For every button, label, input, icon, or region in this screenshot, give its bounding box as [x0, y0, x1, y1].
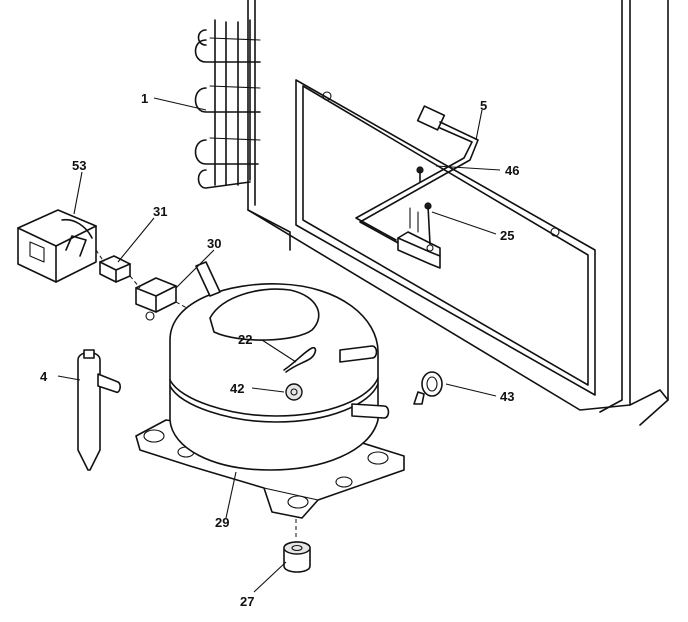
- callout-labels: 1 5 46 53 31 25 30 22 4 42 43 29 27: [40, 91, 519, 609]
- callout-4: 4: [40, 369, 48, 384]
- callout-31: 31: [153, 204, 167, 219]
- callout-43: 43: [500, 389, 514, 404]
- overload-protector: [135, 277, 177, 321]
- compressor: [135, 261, 405, 519]
- callout-30: 30: [207, 236, 221, 251]
- callout-46: 46: [505, 163, 519, 178]
- screw-46: [416, 166, 424, 183]
- callout-5: 5: [480, 98, 487, 113]
- callout-22: 22: [238, 332, 252, 347]
- callout-42: 42: [230, 381, 244, 396]
- leader-lines: [57, 97, 501, 593]
- filter-dryer: [77, 349, 121, 471]
- wiring-harness: [355, 105, 479, 245]
- callout-1: 1: [141, 91, 148, 106]
- screw-25: [424, 202, 432, 245]
- junction-box: [397, 207, 441, 269]
- callout-53: 53: [72, 158, 86, 173]
- callout-27: 27: [240, 594, 254, 609]
- overload-cover: [17, 209, 97, 283]
- back-panel: [295, 79, 596, 396]
- wire-clip: [283, 346, 317, 373]
- cabinet-outline: [247, 0, 669, 426]
- condenser-coil: [194, 19, 261, 189]
- tube-clamp: [413, 371, 443, 405]
- grommet: [283, 541, 311, 573]
- callout-25: 25: [500, 228, 514, 243]
- callout-29: 29: [215, 515, 229, 530]
- relay: [99, 255, 131, 283]
